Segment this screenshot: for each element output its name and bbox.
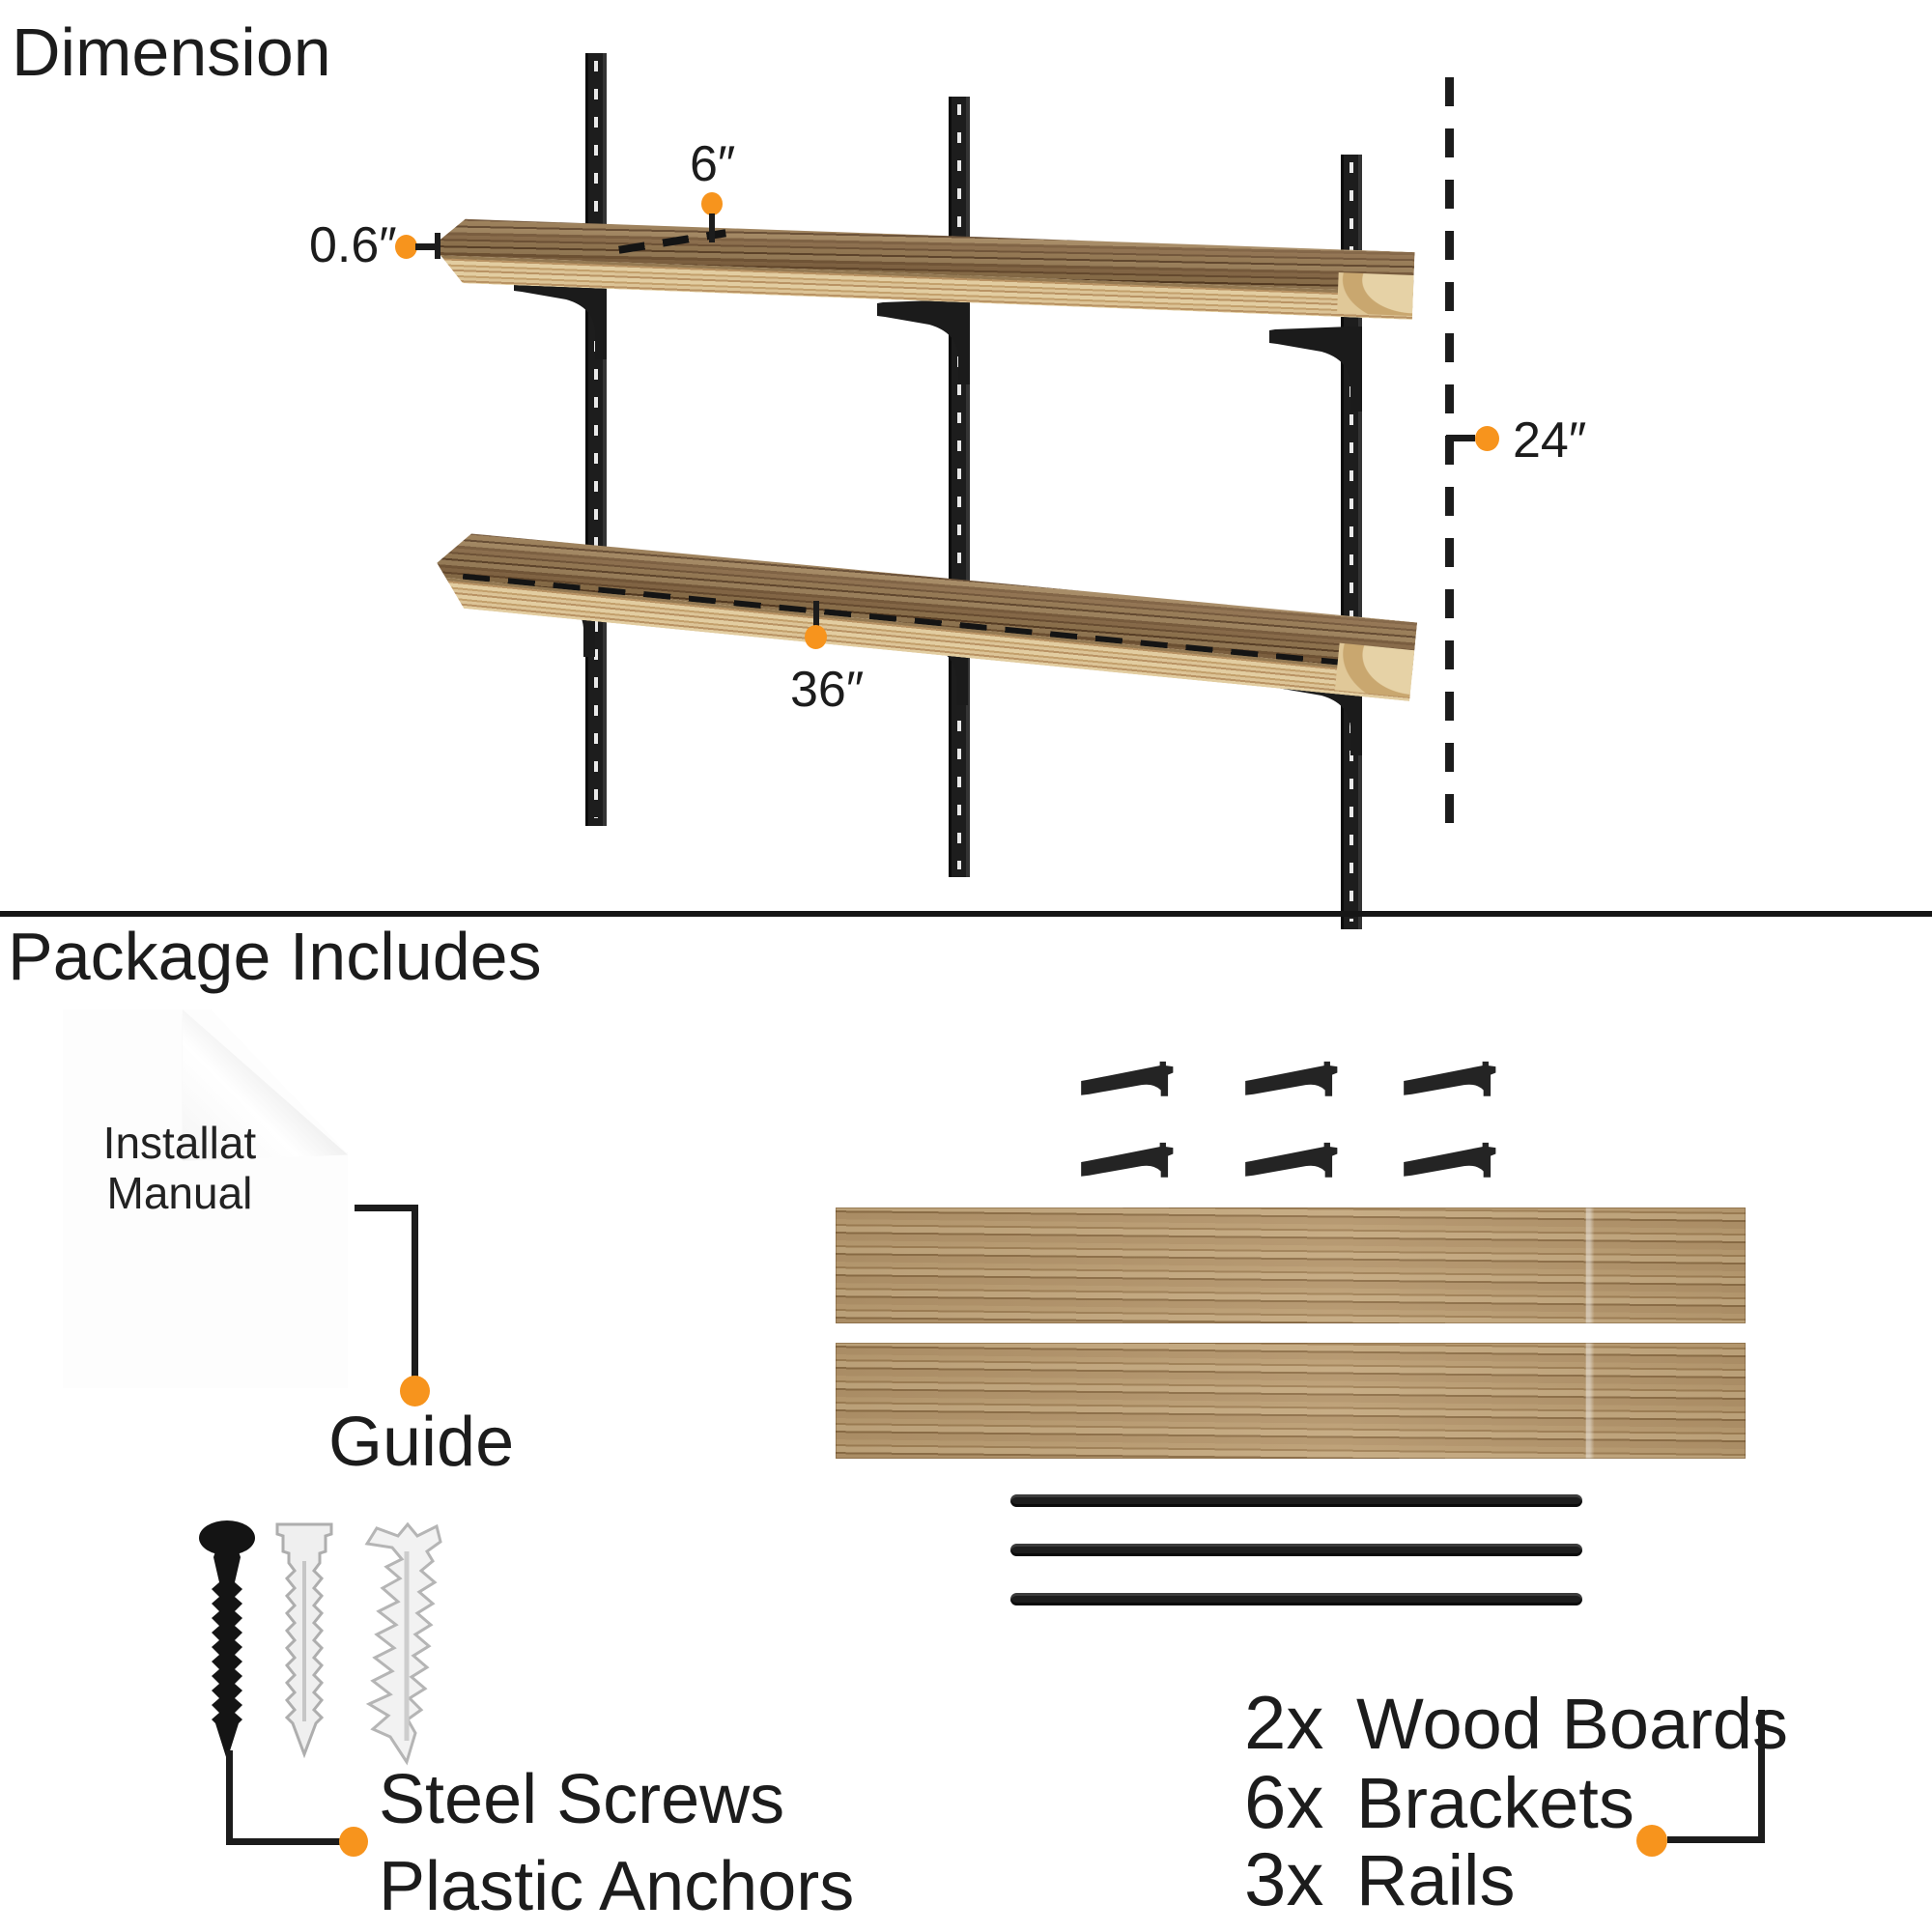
dimension-dot [1475,426,1499,451]
shelf-bracket-icon [877,299,970,384]
callout-dot [400,1376,430,1406]
leader-line [709,213,715,242]
dimension-dot [805,625,827,649]
height-dimension-dashed-line [1445,77,1454,826]
rail-graphic [1010,1494,1582,1507]
installation-manual-graphic: Installat Manual [63,1009,348,1388]
shelf-end-grain [1337,272,1414,316]
rail-graphic [1010,1593,1582,1605]
shelf-bracket-icon [514,274,607,359]
wood-board-graphic [836,1208,1746,1323]
legend-qty-brackets: 6x [1244,1759,1324,1844]
package-section-title: Package Includes [8,919,542,994]
fasteners-caption-line1: Steel Screws [379,1761,785,1838]
guide-caption: Guide [328,1404,515,1481]
connector-line [226,1750,233,1845]
wood-board-graphic [836,1343,1746,1459]
package-bracket-icon [1245,1142,1338,1178]
fasteners-caption-line2: Plastic Anchors [379,1848,855,1925]
section-divider [0,911,1932,917]
package-bracket-icon [1404,1142,1496,1178]
screw-icon [199,1520,255,1760]
connector-line [412,1205,418,1378]
legend-label-rails: Rails [1356,1840,1516,1920]
dimension-dot [395,235,417,259]
self-drilling-anchor-icon [364,1521,442,1766]
length-dimension-label: 36″ [790,662,865,718]
callout-dot [1636,1825,1667,1857]
wall-rail-graphic [949,97,970,877]
connector-line [226,1838,344,1845]
package-bracket-icon [1081,1061,1174,1096]
depth-dimension-label: 6″ [690,136,736,192]
package-bracket-icon [1245,1061,1338,1096]
legend-qty-rails: 3x [1244,1836,1324,1921]
dimension-section-title: Dimension [12,14,331,90]
connector-line [1667,1836,1764,1843]
plastic-anchor-icon [275,1522,333,1759]
package-bracket-icon [1404,1061,1496,1096]
shelf-bracket-icon [1269,327,1362,412]
shelf-end-grain [1335,642,1414,697]
thickness-dimension-label: 0.6″ [309,217,397,273]
dimension-dot [701,192,723,215]
legend-label-brackets: Brackets [1356,1763,1634,1843]
leader-line [813,601,819,628]
leader-line [1446,435,1475,441]
callout-dot [339,1827,368,1857]
thickness-tick [435,233,440,259]
manual-text-line1: Installat [102,1118,257,1168]
package-bracket-icon [1081,1142,1174,1178]
legend-label-wood-boards: Wood Boards [1356,1684,1788,1764]
wall-rail-graphic [585,53,607,826]
connector-line [1758,1710,1765,1843]
manual-text-line2: Manual [106,1168,253,1218]
leader-line [415,243,438,250]
connector-line [355,1205,418,1211]
rail-graphic [1010,1544,1582,1556]
legend-qty-wood-boards: 2x [1244,1680,1324,1765]
fasteners-graphic [199,1520,442,1766]
height-dimension-label: 24″ [1513,412,1587,469]
